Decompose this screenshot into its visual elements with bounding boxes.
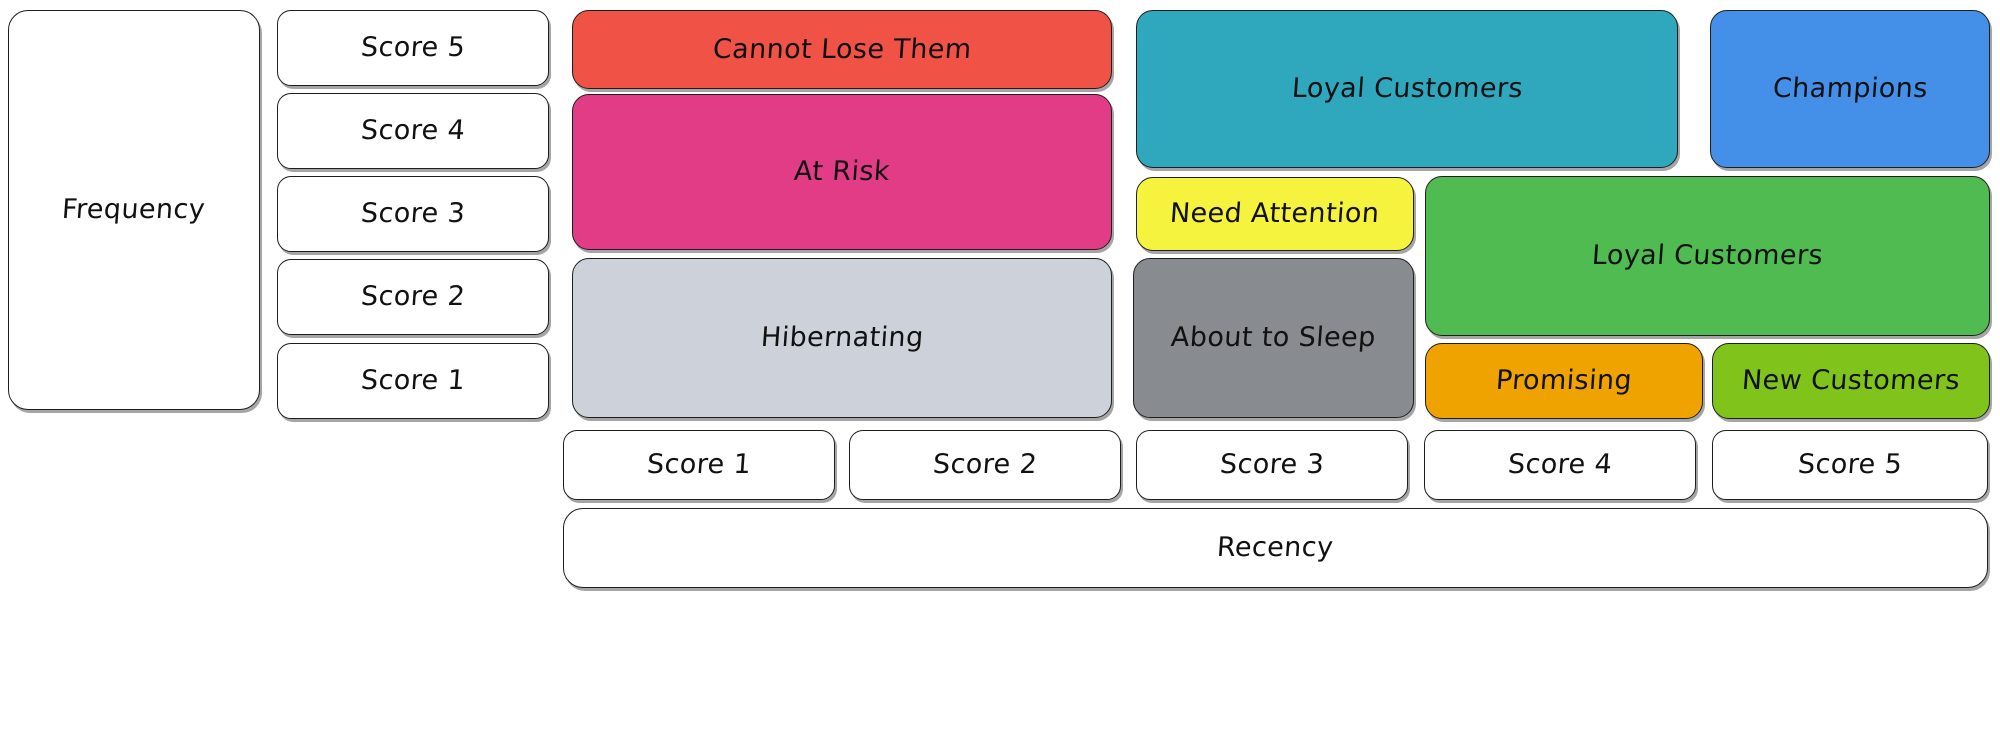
segment-loyal-customers-teal[interactable]: Loyal Customers <box>1136 10 1678 168</box>
segment-new-customers-label: New Customers <box>1740 365 1962 397</box>
frequency-score-3-label: Score 3 <box>359 198 467 230</box>
segment-champions-label: Champions <box>1771 73 1929 105</box>
segment-hibernating[interactable]: Hibernating <box>572 258 1112 418</box>
recency-score-3-label: Score 3 <box>1218 449 1326 481</box>
segment-cannot-lose-them-label: Cannot Lose Them <box>711 33 973 65</box>
segment-hibernating-label: Hibernating <box>759 322 925 354</box>
frequency-score-1[interactable]: Score 1 <box>277 343 549 419</box>
segment-need-attention-label: Need Attention <box>1169 198 1381 230</box>
segment-need-attention[interactable]: Need Attention <box>1136 177 1414 251</box>
recency-score-5-label: Score 5 <box>1796 449 1904 481</box>
recency-score-5[interactable]: Score 5 <box>1712 430 1988 500</box>
frequency-score-5-label: Score 5 <box>359 32 467 64</box>
axis-label-recency: Recency <box>563 508 1988 588</box>
segment-promising-label: Promising <box>1494 365 1634 397</box>
segment-at-risk[interactable]: At Risk <box>572 94 1112 250</box>
recency-score-3[interactable]: Score 3 <box>1136 430 1408 500</box>
segment-new-customers[interactable]: New Customers <box>1712 343 1990 419</box>
segment-loyal-customers-green[interactable]: Loyal Customers <box>1425 176 1990 336</box>
frequency-score-4[interactable]: Score 4 <box>277 93 549 169</box>
axis-label-frequency: Frequency <box>8 10 260 410</box>
frequency-axis-text: Frequency <box>61 194 207 226</box>
recency-score-4-label: Score 4 <box>1506 449 1614 481</box>
recency-score-2[interactable]: Score 2 <box>849 430 1121 500</box>
recency-score-1[interactable]: Score 1 <box>563 430 835 500</box>
frequency-score-3[interactable]: Score 3 <box>277 176 549 252</box>
recency-score-4[interactable]: Score 4 <box>1424 430 1696 500</box>
recency-score-2-label: Score 2 <box>931 449 1039 481</box>
segment-cannot-lose-them[interactable]: Cannot Lose Them <box>572 10 1112 89</box>
frequency-score-5[interactable]: Score 5 <box>277 10 549 86</box>
frequency-score-2-label: Score 2 <box>359 281 467 313</box>
segment-loyal-customers-teal-label: Loyal Customers <box>1290 73 1524 105</box>
segment-champions[interactable]: Champions <box>1710 10 1990 168</box>
segment-about-to-sleep-label: About to Sleep <box>1170 322 1377 354</box>
recency-score-1-label: Score 1 <box>645 449 753 481</box>
segment-loyal-customers-green-label: Loyal Customers <box>1590 240 1825 272</box>
segment-about-to-sleep[interactable]: About to Sleep <box>1133 258 1414 418</box>
frequency-score-4-label: Score 4 <box>359 115 467 147</box>
recency-axis-text: Recency <box>1216 532 1335 564</box>
segment-promising[interactable]: Promising <box>1425 343 1703 419</box>
frequency-score-2[interactable]: Score 2 <box>277 259 549 335</box>
segment-at-risk-label: At Risk <box>792 156 892 188</box>
frequency-score-1-label: Score 1 <box>359 365 467 397</box>
